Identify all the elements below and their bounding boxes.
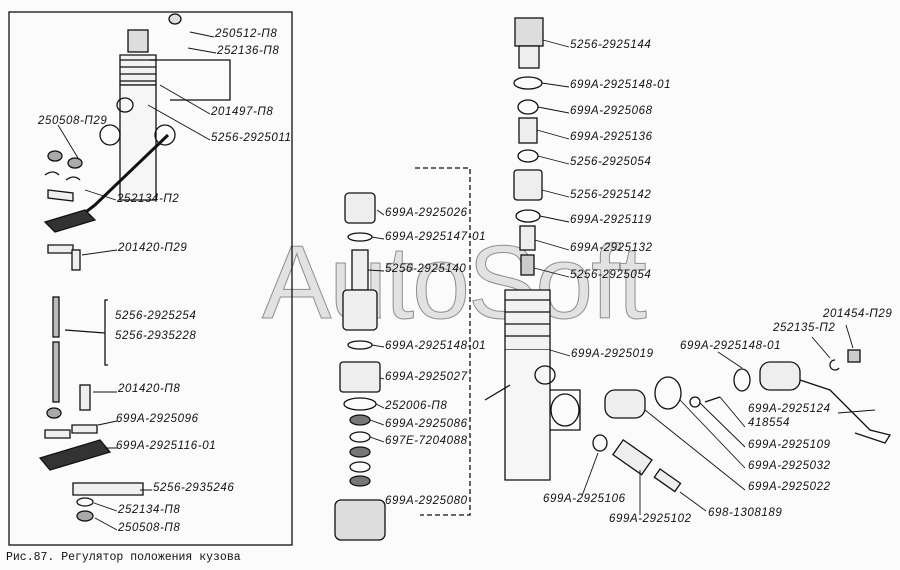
part-label: 699А-2925080	[385, 495, 468, 507]
part-label: 699А-2925147-01	[385, 231, 487, 243]
watermark: AutoSoft	[262, 225, 648, 341]
part-label: 201454-П29	[823, 308, 893, 320]
part-label: 699А-2925096	[116, 413, 199, 425]
part-label: 5256-2925054	[570, 156, 652, 168]
part-label: 201420-П8	[118, 383, 181, 395]
part-label: 5256-2935246	[153, 482, 235, 494]
part-label: 5256-2925011	[211, 132, 292, 144]
part-label: 252136-П8	[217, 45, 280, 57]
right-column-parts	[484, 17, 892, 493]
part-label: 252135-П2	[773, 322, 836, 334]
left-regulator-body	[81, 13, 231, 217]
part-label: 252134-П8	[118, 504, 181, 516]
part-label: 252006-П8	[385, 400, 448, 412]
part-label: 5256-2925144	[570, 39, 652, 51]
part-label: 699А-2925148-01	[680, 340, 782, 352]
part-label: 5256-2935228	[115, 330, 197, 342]
part-label: 699А-2925032	[748, 460, 831, 472]
part-label: 697Е-7204088	[385, 435, 468, 447]
part-label: 699А-2925148-01	[570, 79, 672, 91]
part-label: 699А-2925019	[571, 348, 654, 360]
part-label: 699А-2925106	[543, 493, 626, 505]
part-label: 250512-П8	[215, 28, 278, 40]
figure-caption: Рис.87. Регулятор положения кузова	[6, 551, 241, 564]
part-label: 699А-2925027	[385, 371, 468, 383]
part-label: 699А-2925116-01	[116, 440, 217, 452]
part-label: 250508-П8	[118, 522, 181, 534]
part-label: 5256-2925254	[115, 310, 197, 322]
part-label: 699А-2925136	[570, 131, 653, 143]
part-label: 699А-2925132	[570, 242, 653, 254]
part-label: 698-1308189	[708, 507, 783, 519]
part-label: 699А-2925026	[385, 207, 468, 219]
left-panel-border	[8, 11, 293, 546]
part-label: 5256-2925142	[570, 189, 652, 201]
part-label: 201420-П29	[118, 242, 188, 254]
part-label: 699А-2925124	[748, 403, 831, 415]
part-label: 201497-П8	[211, 106, 274, 118]
part-label: 699А-2925109	[748, 439, 831, 451]
part-label: 699А-2925148-01	[385, 340, 487, 352]
dashed-assembly-line	[415, 167, 471, 516]
part-label: 418554	[748, 417, 790, 429]
part-label: 252134-П2	[117, 193, 180, 205]
middle-column-parts	[334, 192, 386, 541]
leader-lines	[57, 31, 876, 531]
part-label: 699А-2925068	[570, 105, 653, 117]
part-label: 699А-2925102	[609, 513, 692, 525]
part-label: 5256-2925054	[570, 269, 652, 281]
left-small-parts	[38, 150, 144, 522]
part-label: 250508-П29	[38, 115, 108, 127]
part-label: 699А-2925119	[570, 214, 652, 226]
part-label: 5256-2925140	[385, 263, 467, 275]
part-label: 699А-2925022	[748, 481, 831, 493]
part-label: 699А-2925086	[385, 418, 468, 430]
